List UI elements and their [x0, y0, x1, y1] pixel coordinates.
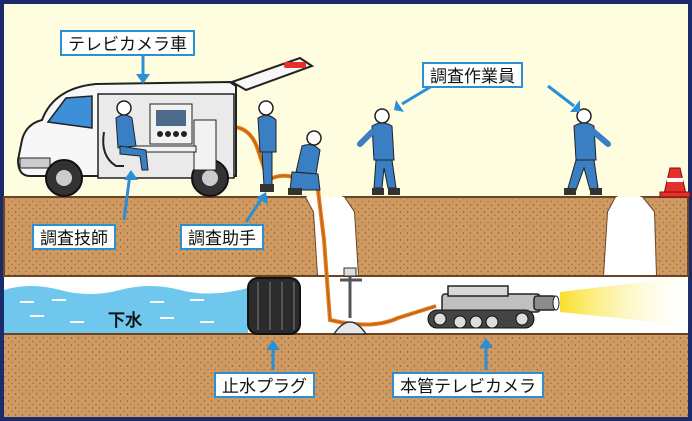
label-tv-camera-vehicle: テレビカメラ車 [60, 30, 195, 56]
survey-worker-figure-1 [357, 108, 400, 195]
survey-worker-figure-2 [564, 108, 611, 195]
survey-engineer-figure [115, 100, 149, 171]
sewage-water [4, 286, 248, 334]
traffic-cone [659, 167, 691, 198]
water-stop-plug [247, 277, 301, 335]
ground-surface [3, 196, 689, 277]
main-pipe-tv-camera [427, 276, 692, 329]
label-sewage: 下水 [108, 311, 142, 331]
ground-below-pipe [4, 333, 688, 417]
survey-assistant-crouching-figure [288, 130, 322, 195]
label-main-pipe-tv-camera: 本管テレビカメラ [392, 372, 544, 398]
survey-assistant-standing-figure [257, 100, 277, 192]
label-survey-assistant: 調査助手 [180, 224, 264, 250]
manhole-shafts [306, 197, 656, 276]
label-pointers [122, 54, 580, 370]
label-survey-workers: 調査作業員 [422, 62, 523, 88]
cable-guide-pulley [332, 267, 368, 335]
label-water-stop-plug: 止水プラグ [214, 372, 315, 398]
label-survey-engineer: 調査技師 [32, 224, 116, 250]
